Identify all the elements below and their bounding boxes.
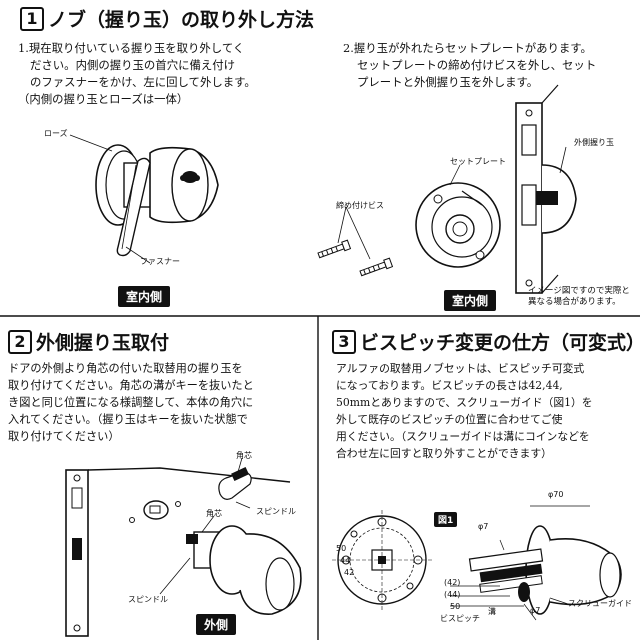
- label-kakushin: 角芯: [206, 509, 222, 518]
- section3-body-line5: 用ください。（スクリューガイドは溝にコインなどを: [336, 430, 590, 443]
- section1-note-line1: イメージ図ですので実際と: [528, 286, 630, 296]
- section3-body-line4: 外して既存のビスピッチの位置に合わせてご使: [336, 413, 563, 426]
- section2-body-line1: ドアの外側より角芯の付いた取替用の握り玉を: [8, 362, 243, 375]
- section1-step2-line3: プレートと外側握り玉を外します。: [357, 75, 539, 89]
- set-plate-illustration: [317, 84, 577, 294]
- section1-step1-line1: 1.現在取り付いている握り玉を取り外してく: [18, 41, 245, 55]
- section1-note-line2: 異なる場合があります。: [528, 297, 621, 307]
- dim-pitch: ビスピッチ: [440, 614, 480, 623]
- section2-body-line2: 取り付けてください。角芯の溝がキーを抜いたと: [8, 379, 254, 392]
- section1-number: 1: [20, 6, 44, 31]
- section1-step1-line3: のファスナーをかけ、左に回して外します。: [30, 75, 256, 89]
- section3-body-line2: になっております。ビスピッチの長さは42,44,: [336, 379, 563, 392]
- section2-plate: 外側: [196, 614, 237, 635]
- outer-knob-illustration: [65, 457, 302, 637]
- label-rose: ローズ: [44, 129, 68, 138]
- label-screw-guide: スクリューガイド: [568, 599, 632, 608]
- label-screw: 締め付けビス: [336, 201, 384, 210]
- section1-plate-right: 室内側: [444, 290, 497, 311]
- dim-50: 50: [336, 544, 347, 553]
- dim-phi7-top: φ7: [478, 522, 489, 531]
- section1-step1-line2: ださい。内側の握り玉の首穴に備え付け: [30, 58, 236, 72]
- dim-v44: (44): [444, 590, 461, 599]
- label-groove: 溝: [488, 607, 496, 616]
- section3-header: 3 ビスピッチ変更の仕方（可変式）: [332, 328, 640, 355]
- pitch-side-view: [450, 505, 622, 621]
- dim-44: 44: [340, 556, 351, 565]
- section1-step1-line4: （内側の握り玉とローズは一体）: [18, 92, 189, 106]
- section2-header: 2 外側握り玉取付: [8, 328, 169, 355]
- section3-title: ビスピッチ変更の仕方（可変式）: [360, 332, 640, 354]
- pitch-front-view: [332, 510, 432, 610]
- label-spindle-top: スピンドル: [256, 507, 296, 516]
- label-spindle: スピンドル: [128, 595, 168, 604]
- section3-body-line3: 50mmとありますので、スクリューガイド（図1）を: [336, 396, 593, 409]
- section1-header: 1 ノブ（握り玉）の取り外し方法: [20, 5, 314, 32]
- section3-number: 3: [332, 329, 356, 354]
- label-fastener: ファスナー: [140, 257, 180, 266]
- dim-42: 42: [344, 568, 355, 577]
- section1-plate-left: 室内側: [118, 286, 171, 307]
- section2-body-line5: 取り付けてください）: [8, 430, 120, 443]
- label-set-plate: セットプレート: [450, 157, 506, 166]
- section1-title: ノブ（握り玉）の取り外し方法: [48, 9, 315, 31]
- dim-v42: (42): [444, 578, 461, 587]
- section2-title: 外側握り玉取付: [36, 332, 170, 354]
- section3-body-line1: アルファの取替用ノブセットは、ビスピッチ可変式: [336, 362, 585, 375]
- dim-v50: 50: [450, 602, 461, 611]
- label-kakushin-top: 角芯: [236, 451, 252, 460]
- section2-number: 2: [8, 329, 32, 354]
- inner-knob-illustration: [69, 134, 219, 264]
- label-outer-knob: 外側握り玉: [574, 138, 614, 147]
- section1-step2-line2: セットプレートの締め付けビスを外し、セット: [357, 58, 597, 72]
- section2-body-line3: き図と同じ位置になる様調整して、本体の角穴に: [8, 396, 254, 409]
- dim-phi70: φ70: [548, 490, 564, 499]
- section3-body-line6: 合わせ左に回すと取り外すことができます）: [336, 447, 552, 460]
- fig1-label: 図1: [434, 512, 458, 527]
- dim-phi7-bottom: φ7: [530, 606, 541, 615]
- section1-step2-line1: 2.握り玉が外れたらセットプレートがあります。: [343, 41, 592, 55]
- section2-body-line4: 入れてください。（握り玉はキーを抜いた状態で: [8, 413, 248, 426]
